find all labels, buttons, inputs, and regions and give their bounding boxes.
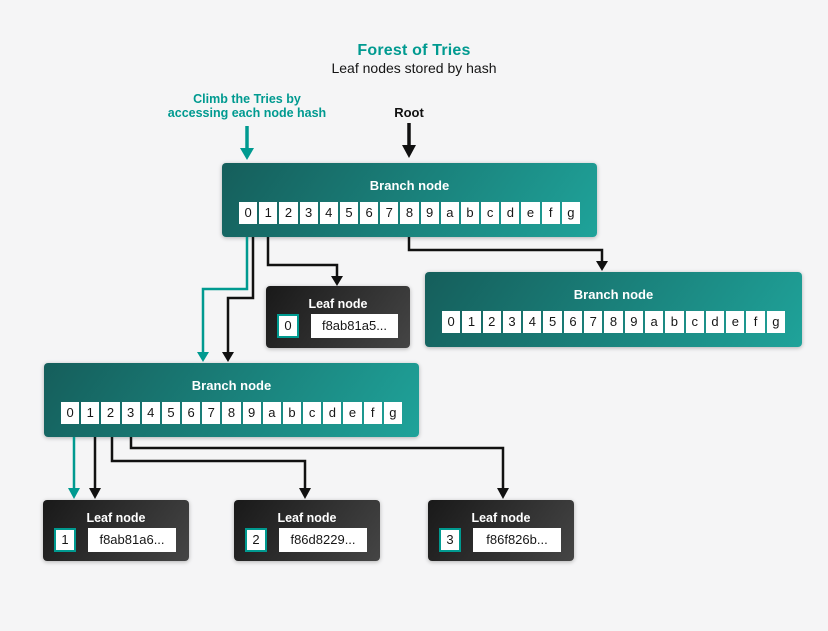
leaf-node-row: 0 f8ab81a5... <box>277 314 398 338</box>
leaf-node-label: Leaf node <box>86 511 146 525</box>
leaf-hash-value: f86f826b... <box>473 528 561 552</box>
leaf-node-row: 3 f86f826b... <box>439 528 561 552</box>
branch-node-right: Branch node 0 1 2 3 4 5 6 7 8 9 a b c d … <box>425 272 802 347</box>
connector-root8-to-right-branch <box>407 237 608 271</box>
branch-cell: 9 <box>624 311 643 333</box>
connector-root1-to-leaf0 <box>266 237 343 286</box>
branch-cell: 6 <box>563 311 583 333</box>
branch-cell: b <box>282 402 302 424</box>
branch-cell: 6 <box>182 402 201 424</box>
leaf-node-2: Leaf node 2 f86d8229... <box>234 500 380 561</box>
branch-cell: 0 <box>442 311 461 333</box>
branch-cell: 5 <box>543 311 562 333</box>
leaf-index-cell: 3 <box>439 528 461 552</box>
climb-annotation: Climb the Tries by accessing each node h… <box>147 92 347 120</box>
branch-cell: 7 <box>380 202 399 224</box>
branch-cell: a <box>644 311 664 333</box>
leaf-index-cell: 1 <box>54 528 76 552</box>
branch-cell: 1 <box>81 402 100 424</box>
connector-left0-to-leaf1-teal <box>68 437 80 499</box>
branch-cell: 4 <box>523 311 542 333</box>
branch-cells-row: 0 1 2 3 4 5 6 7 8 9 a b c d e f g <box>61 402 402 424</box>
branch-cell: 9 <box>242 402 261 424</box>
branch-cell: 4 <box>141 402 160 424</box>
branch-cell: 2 <box>101 402 120 424</box>
branch-cell: 3 <box>299 202 318 224</box>
branch-cell: 1 <box>462 311 481 333</box>
branch-cell: b <box>460 202 480 224</box>
connector-root0-to-left-branch-teal <box>197 237 249 362</box>
connector-left2-to-leaf2 <box>110 437 311 499</box>
leaf-index-cell: 0 <box>277 314 299 338</box>
branch-cell: e <box>343 402 362 424</box>
page-subtitle: Leaf nodes stored by hash <box>331 60 497 76</box>
branch-cell: 3 <box>502 311 522 333</box>
leaf-index-cell: 2 <box>245 528 267 552</box>
connector-root0-to-left-branch <box>222 237 255 362</box>
climb-annotation-line1: Climb the Tries by <box>193 92 301 106</box>
page-title: Forest of Tries <box>357 42 471 59</box>
branch-cell: d <box>501 202 520 224</box>
branch-cell: c <box>685 311 704 333</box>
branch-cell: 2 <box>482 311 501 333</box>
leaf-node-1: Leaf node 1 f8ab81a6... <box>43 500 189 561</box>
branch-cell: f <box>746 311 765 333</box>
branch-cell: 8 <box>222 402 241 424</box>
climb-annotation-line2: accessing each node hash <box>167 106 327 120</box>
branch-cell: c <box>303 402 322 424</box>
branch-cell: 4 <box>319 202 338 224</box>
branch-cell: d <box>705 311 725 333</box>
branch-cell: a <box>262 402 281 424</box>
branch-cell: c <box>481 202 500 224</box>
branch-node-label: Branch node <box>573 287 654 302</box>
branch-cell: 7 <box>584 311 603 333</box>
leaf-hash-value: f86d8229... <box>279 528 367 552</box>
leaf-node-label: Leaf node <box>277 511 337 525</box>
leaf-hash-value: f8ab81a6... <box>88 528 176 552</box>
branch-node-label: Branch node <box>191 378 272 393</box>
branch-node-left: Branch node 0 1 2 3 4 5 6 7 8 9 a b c d … <box>44 363 419 437</box>
branch-cell: 5 <box>339 202 359 224</box>
branch-cell: g <box>766 311 786 333</box>
connector-left1-to-leaf1 <box>89 437 101 499</box>
branch-cell: f <box>541 202 560 224</box>
root-down-arrow <box>402 123 416 158</box>
branch-node-root: Branch node 0 1 2 3 4 5 6 7 8 9 a b c d … <box>222 163 597 237</box>
branch-cell: 0 <box>239 202 258 224</box>
branch-cell: g <box>383 402 402 424</box>
branch-cell: g <box>561 202 580 224</box>
leaf-node-label: Leaf node <box>308 297 368 311</box>
leaf-node-3: Leaf node 3 f86f826b... <box>428 500 574 561</box>
branch-cell: b <box>665 311 684 333</box>
branch-cell: 6 <box>360 202 379 224</box>
branch-cell: 1 <box>259 202 278 224</box>
branch-cell: 0 <box>61 402 80 424</box>
branch-node-label: Branch node <box>369 178 450 193</box>
branch-cell: e <box>726 311 745 333</box>
leaf-node-0: Leaf node 0 f8ab81a5... <box>266 286 410 348</box>
branch-cell: 8 <box>400 202 419 224</box>
branch-cells-row: 0 1 2 3 4 5 6 7 8 9 a b c d e f g <box>239 202 580 224</box>
root-annotation: Root <box>394 105 424 120</box>
branch-cell: 7 <box>202 402 221 424</box>
connector-left3-to-leaf3 <box>129 437 509 499</box>
climb-down-arrow <box>240 126 254 160</box>
branch-cell: 9 <box>420 202 439 224</box>
leaf-hash-value: f8ab81a5... <box>311 314 398 338</box>
branch-cell: 8 <box>604 311 623 333</box>
branch-cell: 5 <box>161 402 181 424</box>
branch-cell: d <box>323 402 342 424</box>
branch-cell: 2 <box>279 202 298 224</box>
leaf-node-label: Leaf node <box>471 511 531 525</box>
branch-cell: 3 <box>121 402 140 424</box>
branch-cell: e <box>521 202 540 224</box>
branch-cell: a <box>440 202 459 224</box>
leaf-node-row: 1 f8ab81a6... <box>54 528 176 552</box>
branch-cells-row: 0 1 2 3 4 5 6 7 8 9 a b c d e f g <box>442 311 786 333</box>
branch-cell: f <box>363 402 382 424</box>
leaf-node-row: 2 f86d8229... <box>245 528 367 552</box>
